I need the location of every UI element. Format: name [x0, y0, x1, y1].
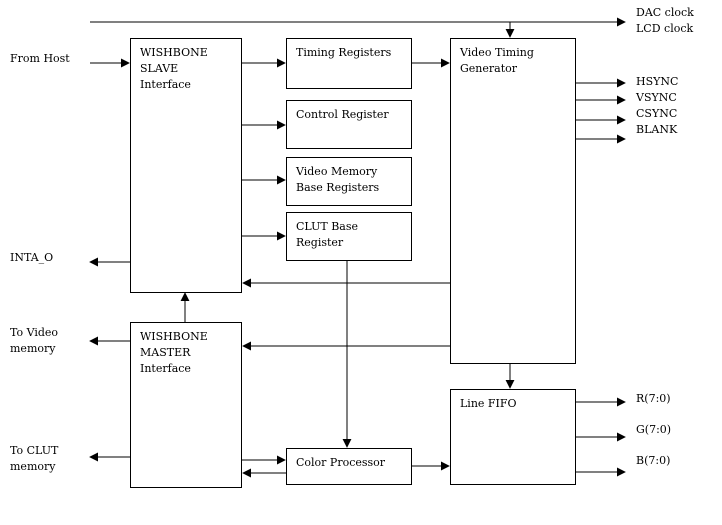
csync-label: CSYNC	[636, 107, 678, 120]
clut-base-label: CLUT Base Register	[296, 220, 359, 249]
line-fifo-block: Line FIFO	[450, 389, 576, 485]
wishbone-master-label: WISHBONE MASTER Interface	[140, 330, 208, 375]
vsync-label: VSYNC	[636, 91, 677, 104]
g-label: G(7:0)	[636, 423, 672, 436]
timing-registers-block: Timing Registers	[286, 38, 412, 89]
clut-base-block: CLUT Base Register	[286, 212, 412, 261]
control-register-block: Control Register	[286, 100, 412, 149]
blank-label: BLANK	[636, 123, 678, 136]
wishbone-slave-label: WISHBONE SLAVE Interface	[140, 46, 208, 91]
video-memory-base-label: Video Memory Base Registers	[296, 165, 380, 194]
video-timing-generator-block: Video Timing Generator	[450, 38, 576, 364]
from-host-label: From Host	[10, 52, 70, 65]
color-processor-label: Color Processor	[296, 456, 386, 469]
to-video-memory-label: To Video memory	[10, 326, 59, 355]
wishbone-master-block: WISHBONE MASTER Interface	[130, 322, 242, 488]
timing-registers-label: Timing Registers	[296, 46, 392, 59]
line-fifo-label: Line FIFO	[460, 397, 517, 410]
to-clut-memory-label: To CLUT memory	[10, 444, 59, 473]
inta-o-label: INTA_O	[10, 251, 54, 264]
video-timing-generator-label: Video Timing Generator	[460, 46, 534, 75]
lcd-clock-label: LCD clock	[636, 22, 694, 35]
wishbone-slave-block: WISHBONE SLAVE Interface	[130, 38, 242, 293]
b-label: B(7:0)	[636, 454, 671, 467]
video-memory-base-block: Video Memory Base Registers	[286, 157, 412, 206]
control-register-label: Control Register	[296, 108, 389, 121]
color-processor-block: Color Processor	[286, 448, 412, 485]
r-label: R(7:0)	[636, 392, 671, 405]
dac-clock-label: DAC clock	[636, 6, 694, 19]
hsync-label: HSYNC	[636, 75, 679, 88]
